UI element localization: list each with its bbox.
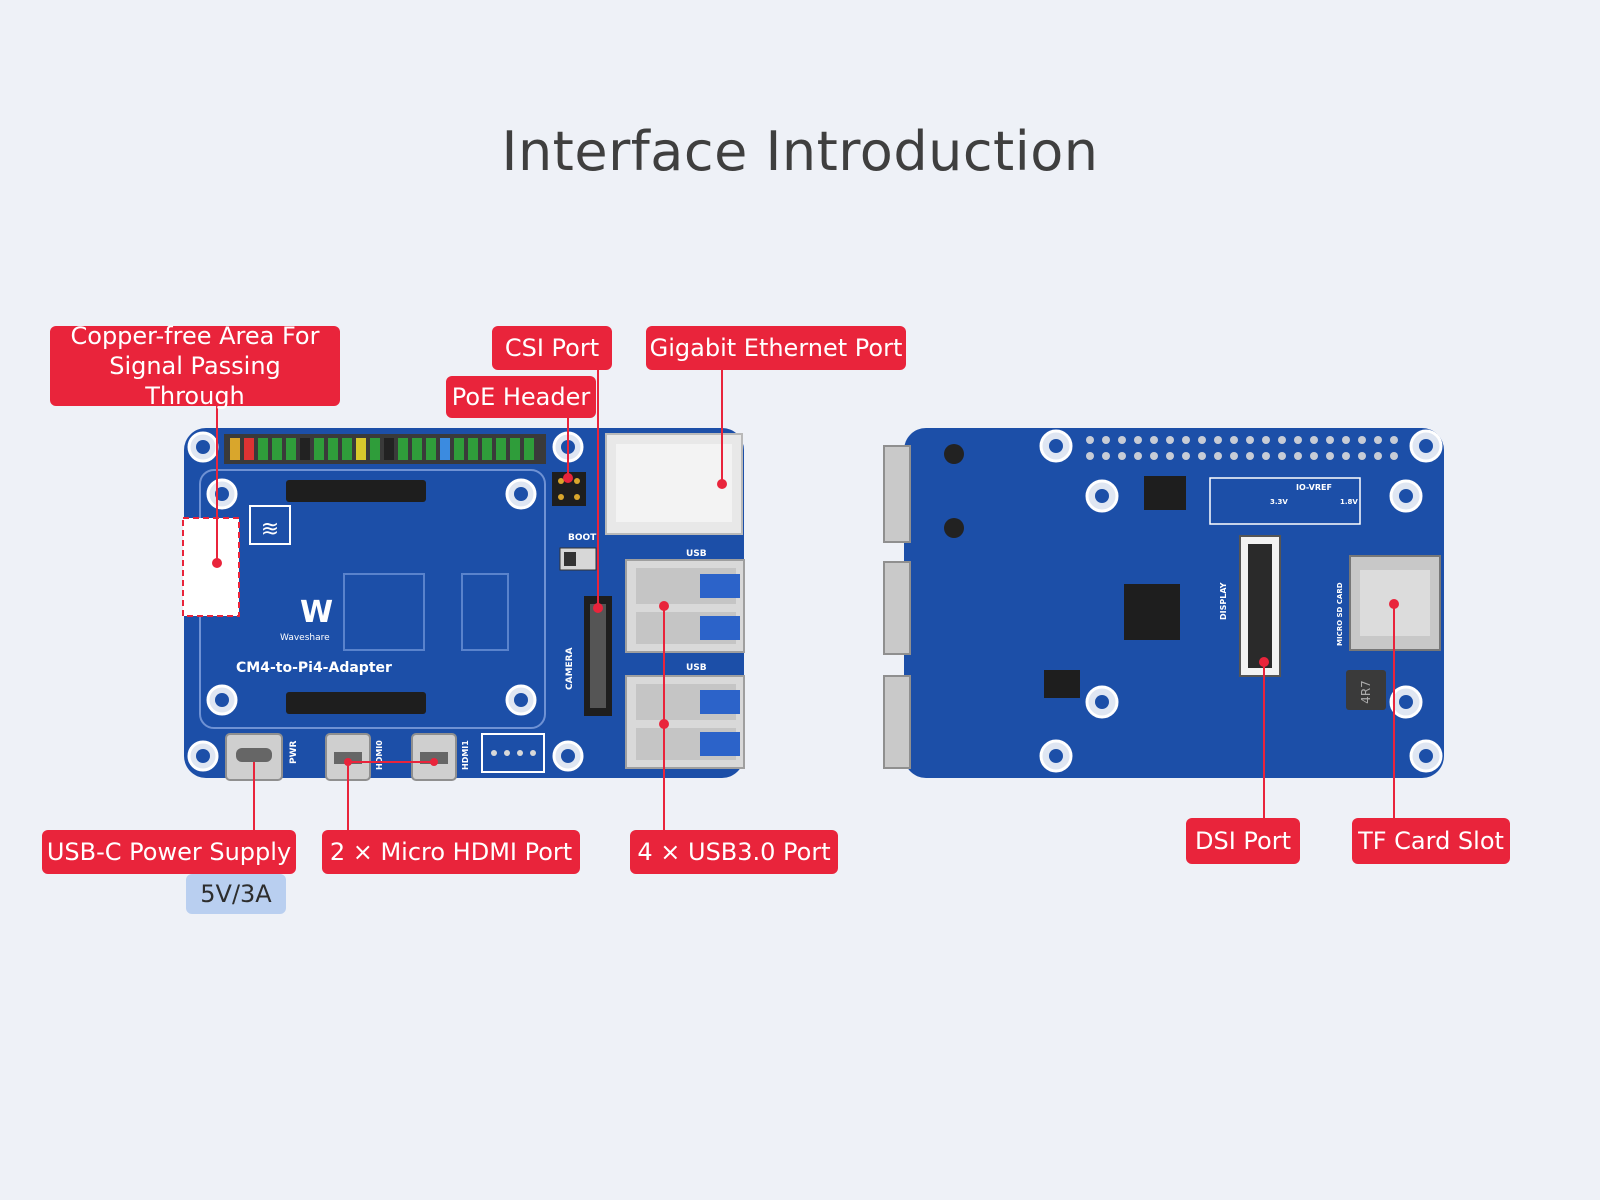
svg-text:CAMERA: CAMERA (565, 647, 575, 690)
callout-csi-port: CSI Port (492, 326, 612, 370)
brand-text: Waveshare (280, 633, 330, 643)
callout-copper-free-area: Copper-free Area For Signal Passing Thro… (50, 322, 340, 410)
svg-text:4R7: 4R7 (1359, 680, 1373, 704)
back-board: 4R7 IO-VREF 3.3V 1.8V DISPLAY MICRO SD C… (883, 428, 1444, 778)
svg-text:HDMI0: HDMI0 (375, 740, 384, 770)
svg-text:3.3V: 3.3V (1270, 498, 1288, 506)
svg-text:USB: USB (686, 663, 707, 673)
usb3-stack-top (625, 559, 745, 653)
svg-text:W: W (300, 595, 333, 630)
svg-text:1.8V: 1.8V (1340, 498, 1358, 506)
callout-dsi-port: DSI Port (1186, 818, 1300, 864)
svg-text:BOOT: BOOT (568, 533, 597, 543)
callout-usb3-port: 4 × USB3.0 Port (630, 830, 838, 874)
callout-micro-hdmi-port: 2 × Micro HDMI Port (322, 830, 580, 874)
svg-text:DISPLAY: DISPLAY (1219, 582, 1228, 620)
front-board: ≋ W Waveshare CM4-to-Pi4-Adapter BOOT CA… (182, 428, 745, 781)
usb3-stack-bottom (625, 675, 745, 769)
svg-text:IO-VREF: IO-VREF (1296, 483, 1332, 492)
svg-text:USB: USB (686, 549, 707, 559)
callout-gigabit-ethernet-port: Gigabit Ethernet Port (646, 326, 906, 370)
leader-lines (216, 366, 1395, 830)
callout-usb-c-power-supply: USB-C Power Supply (42, 830, 296, 874)
svg-text:HDMI1: HDMI1 (461, 740, 470, 770)
power-spec-badge: 5V/3A (186, 874, 286, 914)
callout-poe-header: PoE Header (446, 376, 596, 418)
svg-text:PWR: PWR (289, 740, 299, 764)
callout-tf-card-slot: TF Card Slot (1352, 818, 1510, 864)
svg-text:MICRO SD CARD: MICRO SD CARD (1336, 582, 1344, 646)
board-name-text: CM4-to-Pi4-Adapter (236, 660, 392, 676)
svg-text:≋: ≋ (261, 517, 279, 542)
page-title: Interface Introduction (501, 120, 1099, 183)
gpio-header (230, 438, 534, 460)
